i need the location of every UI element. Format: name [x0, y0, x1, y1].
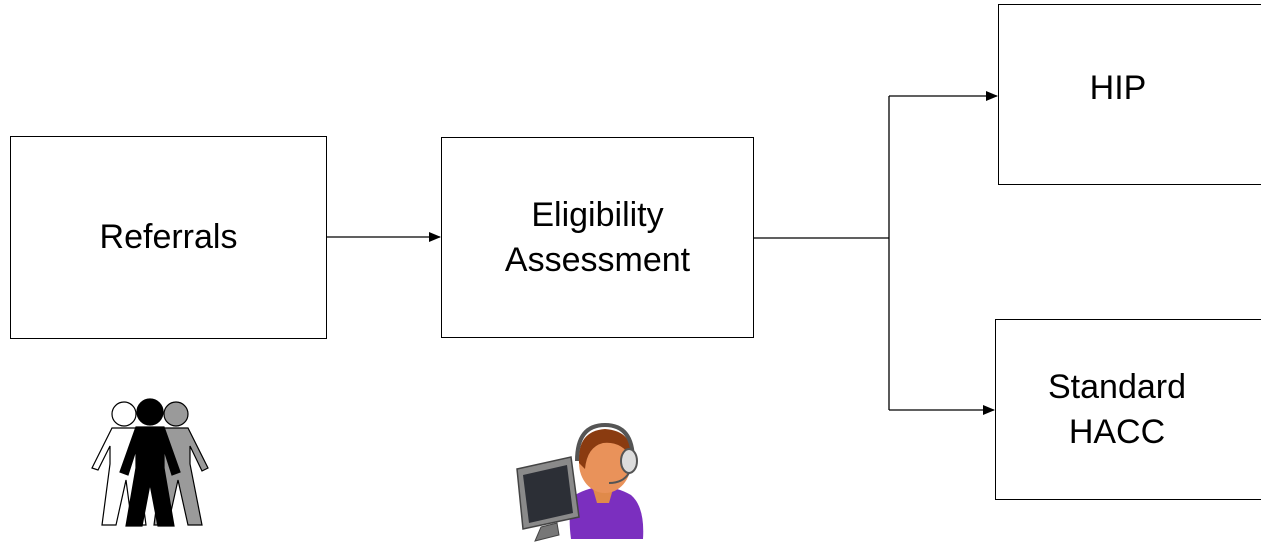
hip-label: HIP: [1089, 69, 1147, 108]
referrals-box: Referrals: [10, 136, 327, 339]
hip-box: HIP: [998, 4, 1261, 185]
standard-hacc-label: Standard HACC: [1048, 368, 1186, 451]
agent-body: [569, 487, 644, 539]
standard-hacc-box: Standard HACC: [995, 319, 1261, 500]
eligibility-assessment-label: Eligibility Assessment: [504, 196, 691, 279]
referrals-label: Referrals: [99, 218, 238, 257]
call-center-agent-icon: [516, 422, 644, 542]
eligibility-assessment-box: Eligibility Assessment: [441, 137, 754, 338]
black-person-figure: [119, 398, 181, 527]
agent-hair: [578, 429, 632, 469]
people-group-icon: [91, 398, 209, 527]
